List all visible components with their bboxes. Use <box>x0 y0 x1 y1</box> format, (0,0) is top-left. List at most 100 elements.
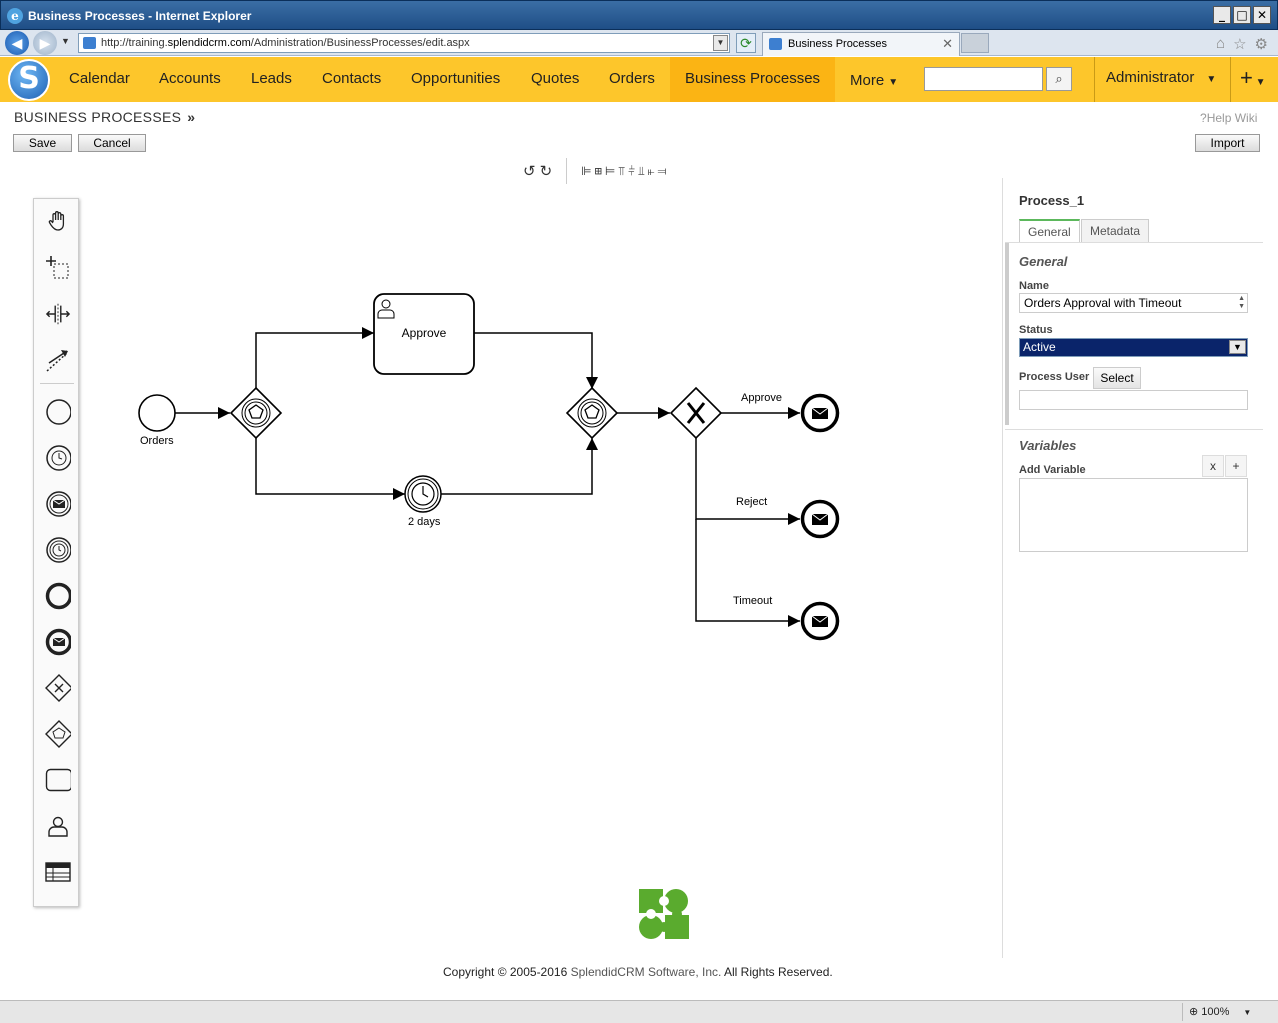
name-spinner-icon: ▲▼ <box>1238 295 1245 310</box>
search-button[interactable]: ⌕ <box>1046 67 1072 91</box>
event-based-gateway-icon[interactable] <box>45 720 71 748</box>
message-start-event-icon[interactable] <box>45 491 71 517</box>
flow-gateway-to-approve[interactable] <box>255 327 374 388</box>
save-button[interactable]: Save <box>13 134 72 152</box>
import-button[interactable]: Import <box>1195 134 1260 152</box>
page-title-text: BUSINESS PROCESSES <box>14 109 182 125</box>
task-icon[interactable] <box>45 767 71 793</box>
process-user-input[interactable] <box>1019 390 1248 410</box>
favorites-star-icon[interactable]: ☆ <box>1233 36 1247 53</box>
timeout-end-event[interactable] <box>800 601 840 641</box>
nav-orders[interactable]: Orders <box>609 70 655 87</box>
history-dropdown-icon[interactable]: ▼ <box>61 36 70 46</box>
remove-variable-button[interactable]: x <box>1202 455 1224 477</box>
timer-intermediate-event[interactable] <box>404 475 442 513</box>
url-host: splendidcrm.com <box>167 37 251 49</box>
name-input[interactable]: Orders Approval with Timeout ▲▼ <box>1019 293 1248 313</box>
exclusive-gateway-icon[interactable] <box>45 674 71 702</box>
copyright-prefix: Copyright © 2005-2016 <box>443 965 571 979</box>
forward-button[interactable]: ▶ <box>33 31 57 55</box>
reject-end-event[interactable] <box>800 499 840 539</box>
close-window-button[interactable]: ✕ <box>1253 6 1271 24</box>
distribute-horizontal-icon[interactable]: ⫦ <box>647 163 655 178</box>
zoom-control[interactable]: ⊕ 100%▼ <box>1182 1003 1262 1021</box>
nav-more[interactable]: More▼ <box>838 59 910 104</box>
align-right-icon[interactable]: ⊨ <box>604 164 616 178</box>
space-tool-icon[interactable] <box>45 301 71 327</box>
nav-contacts[interactable]: Contacts <box>322 70 382 87</box>
browser-tab[interactable]: Business Processes ✕ <box>762 32 960 56</box>
undo-icon[interactable]: ↺ <box>523 163 536 180</box>
home-icon[interactable]: ⌂ <box>1216 35 1226 52</box>
new-tab-button[interactable] <box>961 33 989 53</box>
bpmn-canvas[interactable] <box>0 0 1000 960</box>
help-wiki-label: Help Wiki <box>1206 111 1258 125</box>
nav-quotes[interactable]: Quotes <box>531 70 580 87</box>
start-event[interactable] <box>138 394 176 432</box>
flow-timer-to-join[interactable] <box>441 438 598 495</box>
align-center-icon[interactable]: ⊞ <box>594 164 602 178</box>
tab-title: Business Processes <box>788 38 888 50</box>
end-event-icon[interactable] <box>45 582 71 610</box>
variables-list[interactable] <box>1019 478 1248 552</box>
redo-icon[interactable]: ↻ <box>539 163 553 180</box>
exclusive-gateway-decision[interactable] <box>669 386 723 440</box>
user-task-icon[interactable] <box>45 813 71 839</box>
align-bottom-icon[interactable]: ⫫ <box>637 163 645 178</box>
nav-accounts[interactable]: Accounts <box>159 70 221 87</box>
approve-user-task[interactable] <box>373 293 475 375</box>
tab-general[interactable]: General <box>1019 219 1080 243</box>
flow-approve-to-join[interactable] <box>474 332 598 389</box>
tool-palette <box>33 198 79 907</box>
intermediate-timer-event-icon[interactable] <box>45 537 71 563</box>
nav-search-input[interactable] <box>924 67 1043 91</box>
tab-favicon-icon <box>769 38 782 50</box>
close-tab-icon[interactable]: ✕ <box>942 36 953 51</box>
nav-business-processes[interactable]: Business Processes <box>670 57 835 102</box>
minimize-button[interactable]: _ <box>1213 6 1231 24</box>
help-wiki-link[interactable]: ?Help Wiki <box>1200 111 1257 125</box>
status-select[interactable]: Active ▼ <box>1019 338 1248 357</box>
tab-metadata[interactable]: Metadata <box>1081 219 1150 243</box>
back-button[interactable]: ◀ <box>5 31 29 55</box>
status-dropdown-icon: ▼ <box>1229 340 1246 354</box>
refresh-button[interactable]: ⟳ <box>736 33 756 53</box>
event-gateway-join[interactable] <box>565 386 619 440</box>
process-user-label: Process User <box>1019 371 1090 383</box>
hand-tool-icon[interactable] <box>45 208 71 234</box>
search-icon: ⌕ <box>1055 71 1063 86</box>
start-event-icon[interactable] <box>45 399 71 425</box>
nav-leads[interactable]: Leads <box>251 70 292 87</box>
palette-divider <box>40 383 74 384</box>
select-user-button[interactable]: Select <box>1093 367 1141 389</box>
quick-create-menu[interactable]: + ▼ <box>1234 57 1272 102</box>
data-table-icon[interactable] <box>45 859 71 885</box>
cancel-button[interactable]: Cancel <box>78 134 146 152</box>
flow-timeout-branch[interactable] <box>695 519 800 627</box>
add-variable-label: Add Variable <box>1019 464 1086 476</box>
add-variable-button[interactable]: + <box>1225 455 1247 477</box>
splendidcrm-logo-icon[interactable]: S <box>8 59 50 101</box>
lasso-tool-icon[interactable] <box>45 255 71 281</box>
maximize-button[interactable]: □ <box>1233 6 1251 24</box>
approve-end-event[interactable] <box>800 393 840 433</box>
nav-opportunities[interactable]: Opportunities <box>411 70 501 87</box>
message-end-event-icon[interactable] <box>45 628 71 656</box>
connect-tool-icon[interactable] <box>45 347 71 373</box>
ie-logo-icon: e <box>7 8 23 24</box>
timer-start-event-icon[interactable] <box>45 445 71 471</box>
flow-gateway-to-timer[interactable] <box>255 438 405 500</box>
tools-gear-icon[interactable]: ⚙ <box>1254 36 1268 53</box>
user-menu[interactable]: Administrator▼ <box>1100 57 1222 102</box>
url-input[interactable]: http://training.splendidcrm.com/Administ… <box>78 33 730 53</box>
nav-calendar[interactable]: Calendar <box>69 70 130 87</box>
align-left-icon[interactable]: ⊫ <box>581 164 592 178</box>
url-dropdown-button[interactable]: ▼ <box>713 35 728 51</box>
general-heading: General <box>1019 254 1068 269</box>
align-top-icon[interactable]: ⫪ <box>618 163 625 178</box>
copyright-brand-link[interactable]: SplendidCRM Software, Inc. <box>570 965 722 979</box>
event-gateway-split[interactable] <box>229 386 283 440</box>
flow-reject-label: Reject <box>736 496 768 508</box>
align-middle-icon[interactable]: ⫩ <box>628 163 635 178</box>
distribute-vertical-icon[interactable]: ⫤ <box>657 163 667 178</box>
